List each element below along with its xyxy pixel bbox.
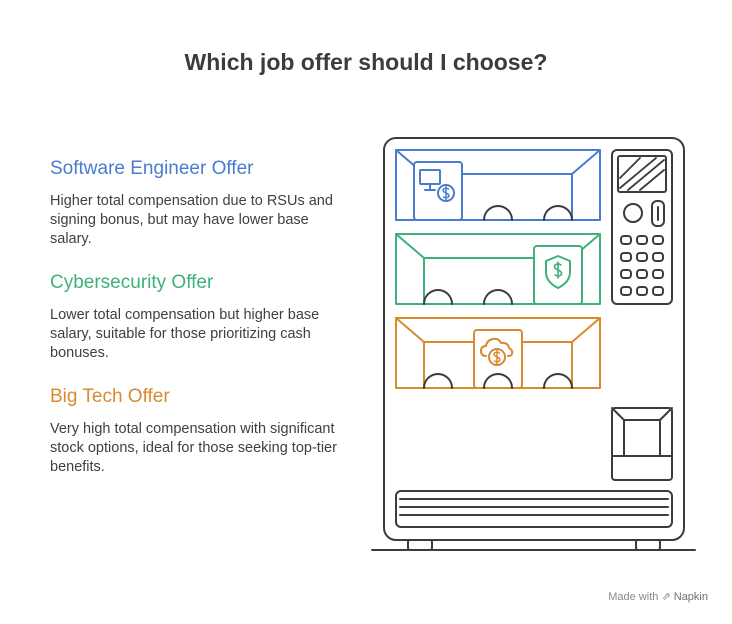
machine-foot-right xyxy=(635,539,661,551)
offer-description: Very high total compensation with signif… xyxy=(50,421,337,475)
cloud-dollar-icon xyxy=(473,329,523,389)
page-title: Which job offer should I choose? xyxy=(184,49,548,75)
brand-name: Napkin xyxy=(673,591,708,603)
offer-software-engineer: Software Engineer Offer Higher total com… xyxy=(50,158,350,249)
offer-description: Lower total compensation but higher base… xyxy=(50,307,320,361)
footer-attribution: Made with ⇗ Napkin xyxy=(608,590,708,603)
display-screen xyxy=(617,155,667,193)
offer-title: Big Tech Offer xyxy=(50,386,170,407)
control-panel xyxy=(611,149,673,305)
made-with-label: Made with xyxy=(608,591,659,603)
pickup-slot xyxy=(611,407,673,481)
monitor-dollar-icon xyxy=(413,161,463,221)
offer-cybersecurity: Cybersecurity Offer Lower total compensa… xyxy=(50,272,350,363)
machine-body xyxy=(383,137,685,541)
machine-foot-left xyxy=(407,539,433,551)
bottom-grille xyxy=(395,490,673,528)
shelf-3-coils xyxy=(423,373,573,389)
keypad xyxy=(620,235,664,296)
offer-title: Software Engineer Offer xyxy=(50,158,254,179)
card-slot xyxy=(651,200,665,227)
offer-big-tech: Big Tech Offer Very high total compensat… xyxy=(50,386,350,477)
napkin-logo-icon: ⇗ xyxy=(661,591,671,603)
coin-button xyxy=(623,203,643,223)
shield-dollar-icon xyxy=(533,245,583,305)
offer-title: Cybersecurity Offer xyxy=(50,272,214,293)
offer-description: Higher total compensation due to RSUs an… xyxy=(50,193,333,247)
shelf-3-coil-middle xyxy=(483,373,513,389)
